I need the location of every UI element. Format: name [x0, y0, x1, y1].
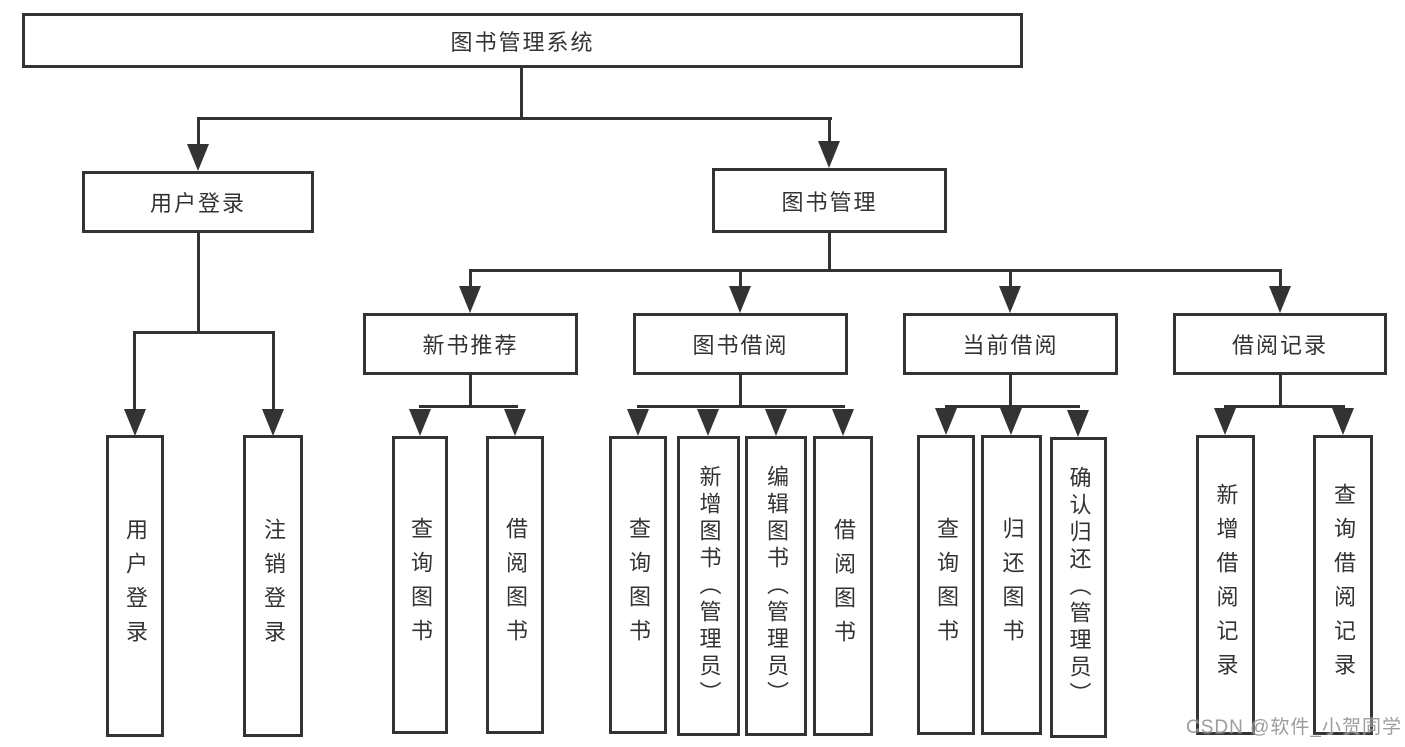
- leaf-add-books-admin: 新增图书（管理员）: [677, 436, 740, 736]
- line-user-span: [133, 331, 275, 334]
- arrow-to-query-books-1: [409, 409, 431, 436]
- csdn-watermark: CSDN @软件_小贺同学: [1186, 717, 1402, 738]
- arrow-to-logout-leaf: [262, 409, 284, 436]
- line-to-new-book: [469, 269, 472, 289]
- line-newbook-drop: [469, 375, 472, 408]
- line-current-span: [945, 405, 1080, 408]
- line-to-book-management: [828, 117, 831, 144]
- leaf-edit-books-admin-label: 编辑图书（管理员）: [764, 464, 789, 708]
- line-mgmt-span: [469, 269, 1282, 272]
- node-book-management: 图书管理: [712, 168, 947, 233]
- arrow-to-add-books: [697, 409, 719, 436]
- leaf-add-books-admin-label: 新增图书（管理员）: [696, 464, 722, 708]
- leaf-query-books-2: 查询图书: [609, 436, 667, 734]
- leaf-query-borrow-record-label: 查询借阅记录: [1331, 483, 1356, 687]
- arrow-to-query-books-3: [935, 408, 957, 435]
- line-newbook-span: [419, 405, 518, 408]
- line-to-book-borrowing: [739, 269, 742, 289]
- line-records-span: [1224, 405, 1345, 408]
- arrow-to-query-borrow-record: [1332, 408, 1354, 435]
- leaf-query-books-3-label: 查询图书: [934, 517, 959, 653]
- node-user-login: 用户登录: [82, 171, 314, 233]
- leaf-borrow-books-1-label: 借阅图书: [503, 517, 528, 653]
- line-user-drop: [197, 233, 200, 334]
- leaf-borrow-books-2-label: 借阅图书: [831, 518, 856, 654]
- leaf-query-books-3: 查询图书: [917, 435, 975, 735]
- arrow-to-add-borrow-record: [1214, 408, 1236, 435]
- line-records-drop: [1279, 375, 1282, 408]
- arrow-to-book-management: [818, 141, 840, 168]
- node-library-system: 图书管理系统: [22, 13, 1023, 68]
- arrow-to-borrow-books-2: [832, 409, 854, 436]
- leaf-query-books-1-label: 查询图书: [408, 517, 433, 653]
- line-root-drop: [520, 66, 523, 120]
- arrow-to-user-login: [187, 144, 209, 171]
- line-borrowing-span: [637, 405, 845, 408]
- node-book-borrowing: 图书借阅: [633, 313, 848, 375]
- leaf-confirm-return-admin-label: 确认归还（管理员）: [1066, 466, 1092, 709]
- arrow-to-query-books-2: [627, 409, 649, 436]
- arrow-to-return-books: [1000, 408, 1022, 435]
- leaf-borrow-books-2: 借阅图书: [813, 436, 873, 736]
- leaf-logout: 注销登录: [243, 435, 303, 737]
- arrow-to-current-borrowing: [999, 286, 1021, 313]
- line-to-borrowing-records: [1279, 269, 1282, 289]
- line-current-drop: [1009, 375, 1012, 408]
- arrow-to-book-borrowing: [729, 286, 751, 313]
- arrow-to-borrowing-records: [1269, 286, 1291, 313]
- leaf-add-borrow-record: 新增借阅记录: [1196, 435, 1255, 735]
- node-borrowing-records: 借阅记录: [1173, 313, 1387, 375]
- leaf-borrow-books-1: 借阅图书: [486, 436, 544, 734]
- leaf-logout-label: 注销登录: [261, 518, 286, 654]
- line-borrowing-drop: [739, 375, 742, 408]
- line-mgmt-drop: [828, 233, 831, 272]
- arrow-to-borrow-books-1: [504, 409, 526, 436]
- line-to-current-borrowing: [1009, 269, 1012, 289]
- line-to-logout-leaf: [272, 331, 275, 411]
- line-to-user-login: [197, 117, 200, 147]
- leaf-return-books-label: 归还图书: [999, 517, 1025, 653]
- arrow-to-new-book: [459, 286, 481, 313]
- leaf-user-login: 用户登录: [106, 435, 164, 737]
- arrow-to-confirm-return: [1067, 410, 1089, 437]
- leaf-confirm-return-admin: 确认归还（管理员）: [1050, 437, 1107, 738]
- leaf-edit-books-admin: 编辑图书（管理员）: [745, 436, 807, 736]
- leaf-query-books-1: 查询图书: [392, 436, 448, 734]
- node-current-borrowing: 当前借阅: [903, 313, 1118, 375]
- leaf-return-books: 归还图书: [981, 435, 1042, 735]
- arrow-to-user-login-leaf: [124, 409, 146, 436]
- node-new-book-recommend: 新书推荐: [363, 313, 578, 375]
- line-root-span: [197, 117, 832, 120]
- leaf-add-borrow-record-label: 新增借阅记录: [1213, 483, 1239, 687]
- arrow-to-edit-books: [765, 409, 787, 436]
- leaf-query-borrow-record: 查询借阅记录: [1313, 435, 1373, 735]
- leaf-query-books-2-label: 查询图书: [626, 517, 651, 653]
- line-to-user-login-leaf: [133, 331, 136, 411]
- leaf-user-login-label: 用户登录: [123, 518, 148, 654]
